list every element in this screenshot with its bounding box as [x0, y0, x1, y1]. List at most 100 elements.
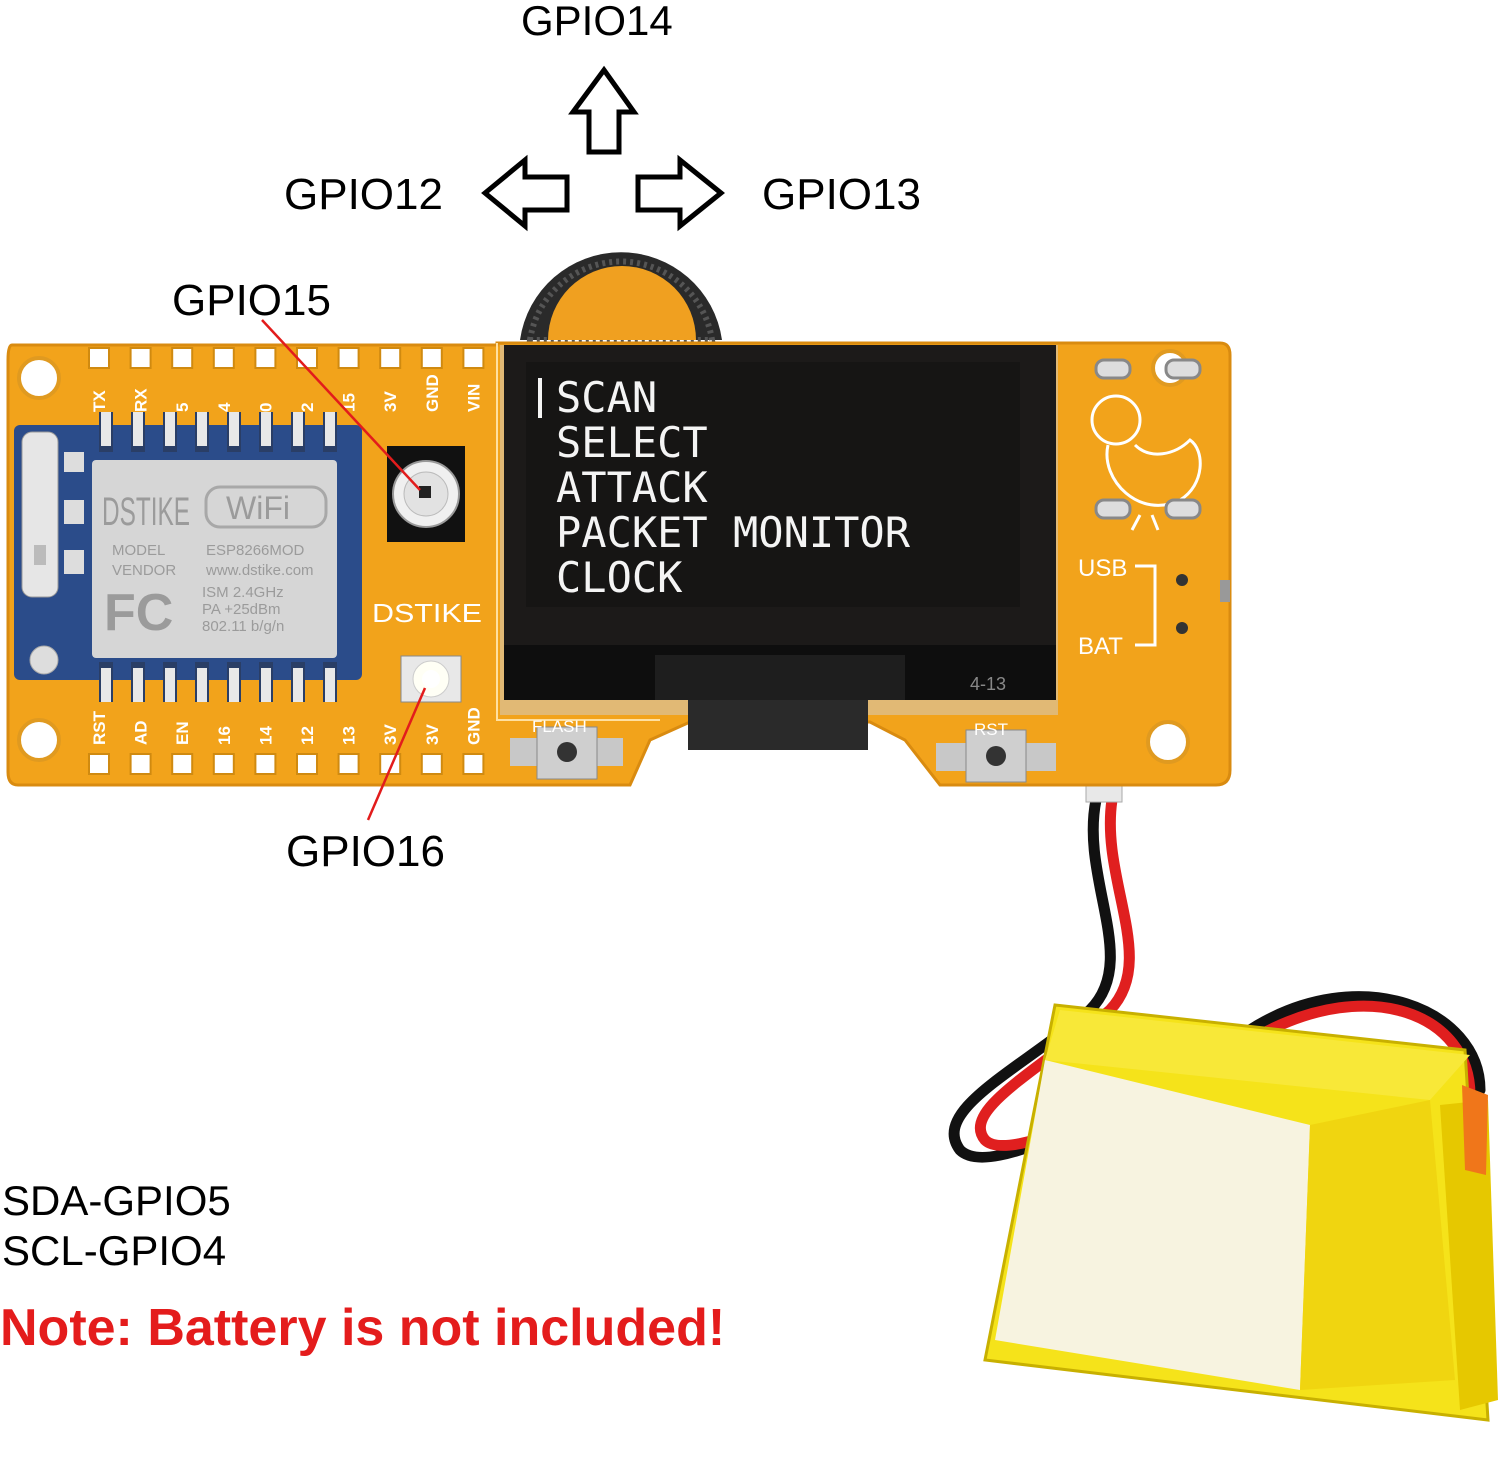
- bottom-pin-hole: [88, 753, 110, 775]
- castellation-pad: [133, 412, 143, 446]
- sda-label: SDA-GPIO5: [2, 1177, 231, 1224]
- top-pin-hole: [88, 347, 110, 369]
- board-brand: DSTIKE: [372, 598, 482, 628]
- top-pin-label: 0: [256, 403, 275, 412]
- bottom-pin-hole: [212, 753, 235, 775]
- gpio16-label: GPIO16: [286, 827, 445, 876]
- gpio13-label: GPIO13: [762, 170, 921, 219]
- bottom-pin-hole: [296, 753, 318, 775]
- bottom-pin-hole: [337, 753, 360, 775]
- esp8266-module: DSTIKE WiFi MODEL ESP8266MOD VENDOR www.…: [14, 412, 362, 702]
- top-pin-label: 15: [340, 393, 359, 412]
- top-pin-label: RX: [132, 388, 151, 412]
- castellation-pad: [229, 668, 239, 702]
- bottom-pin-label: AD: [132, 720, 151, 745]
- bat-label: BAT: [1078, 633, 1123, 660]
- white-led: [400, 655, 462, 703]
- top-pin-label: 3V: [381, 391, 400, 412]
- bottom-pin-label: 3V: [423, 724, 442, 745]
- oled-menu-item: PACKET MONITOR: [556, 508, 911, 557]
- top-pin-label: 5: [173, 403, 192, 412]
- bottom-pin-hole: [462, 753, 485, 775]
- rst-label: RST: [974, 720, 1008, 739]
- module-model-label: MODEL: [112, 542, 165, 559]
- bottom-pin-hole: [254, 753, 277, 775]
- bottom-pin-hole: [171, 753, 194, 775]
- top-pin-label: 4: [215, 402, 234, 412]
- castellation-pad: [293, 412, 303, 446]
- rgb-led: [387, 446, 465, 542]
- module-model: ESP8266MOD: [206, 542, 305, 559]
- module-vendor-label: VENDOR: [112, 562, 176, 579]
- bottom-pin-hole: [129, 753, 152, 775]
- flash-label: FLASH: [532, 717, 587, 736]
- bottom-pin-header: [88, 753, 485, 775]
- castellation-pad: [165, 412, 175, 446]
- thumbwheel: [520, 252, 722, 343]
- gpio12-label: GPIO12: [284, 170, 443, 219]
- castellation-pad: [325, 412, 335, 446]
- usb-label: USB: [1078, 555, 1127, 582]
- bottom-pin-label: 13: [340, 726, 359, 745]
- battery-note: Note: Battery is not included!: [0, 1299, 726, 1357]
- bottom-pin-label: 14: [256, 726, 275, 745]
- oled-menu-item: CLOCK: [556, 553, 683, 602]
- oled-menu-item: ATTACK: [556, 463, 708, 512]
- module-pa: PA +25dBm: [202, 601, 281, 618]
- castellation-pad: [101, 668, 111, 702]
- battery-wire: [948, 794, 1486, 1163]
- castellation-pad: [197, 412, 207, 446]
- arrow-left-icon: [481, 154, 570, 232]
- flash-button[interactable]: FLASH: [510, 717, 623, 780]
- module-ism: ISM 2.4GHz: [202, 584, 284, 601]
- arrow-up-icon: [568, 65, 639, 155]
- top-pin-label: GND: [423, 374, 442, 412]
- oled-menu-item: SCAN: [556, 373, 657, 422]
- top-pin-hole: [462, 347, 485, 369]
- oled-code: 4-13: [970, 674, 1006, 694]
- castellation-pad: [261, 412, 271, 446]
- castellation-pad: [261, 668, 271, 702]
- top-pin-hole: [379, 347, 402, 369]
- top-pin-hole: [254, 347, 277, 369]
- bottom-pin-label: EN: [173, 721, 192, 745]
- top-pin-hole: [337, 347, 360, 369]
- bottom-pin-label: 16: [215, 726, 234, 745]
- module-vendor: www.dstike.com: [205, 562, 314, 579]
- top-pin-label: VIN: [464, 384, 483, 412]
- bottom-pin-hole: [420, 753, 443, 775]
- castellation-pad: [197, 668, 207, 702]
- reset-button[interactable]: RST: [936, 720, 1056, 783]
- oled-cursor: [538, 378, 542, 418]
- top-pin-hole: [212, 347, 235, 369]
- bottom-pin-label: 3V: [381, 724, 400, 745]
- scl-label: SCL-GPIO4: [2, 1227, 227, 1274]
- top-pin-hole: [129, 347, 152, 369]
- gpio16-leader-line: [366, 687, 427, 821]
- battery-pack: [983, 1003, 1498, 1422]
- bottom-pin-label: RST: [90, 710, 109, 745]
- module-std: 802.11 b/g/n: [202, 618, 284, 635]
- top-pin-hole: [171, 347, 194, 369]
- castellation-pad: [101, 412, 111, 446]
- castellation-pad: [165, 668, 175, 702]
- gpio14-label: GPIO14: [521, 0, 673, 44]
- top-pin-hole: [296, 347, 318, 369]
- oled-menu-item: SELECT: [556, 418, 708, 467]
- module-brand: DSTIKE: [102, 490, 190, 534]
- mascot-logo-icon: [1090, 358, 1202, 531]
- castellation-pad: [133, 668, 143, 702]
- top-pin-hole: [420, 347, 443, 369]
- power-switch[interactable]: USB BAT: [1078, 555, 1230, 660]
- castellation-pad: [293, 668, 303, 702]
- castellation-pad: [229, 412, 239, 446]
- module-castellations: [99, 412, 337, 702]
- gpio15-leader-line: [261, 319, 421, 491]
- castellation-pad: [325, 668, 335, 702]
- fc-logo: FC: [104, 584, 173, 642]
- module-wifi: WiFi: [226, 490, 290, 526]
